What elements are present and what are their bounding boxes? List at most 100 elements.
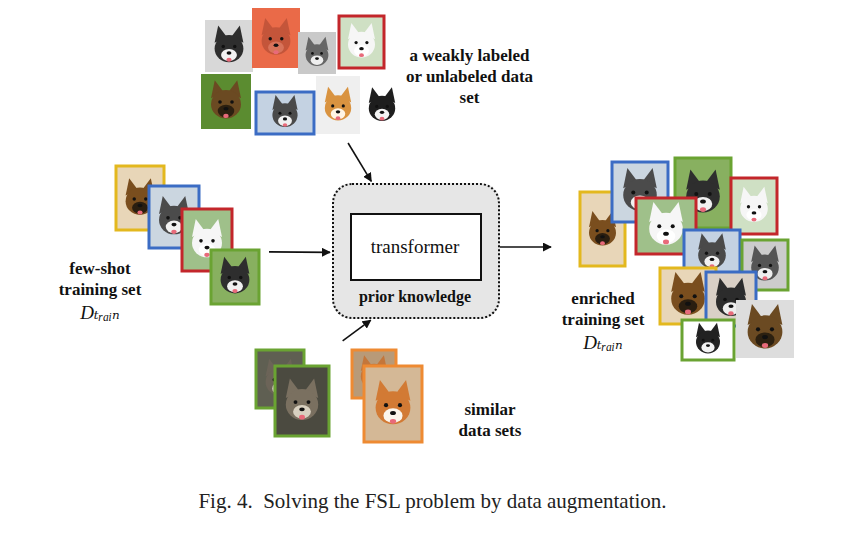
dog-head	[671, 283, 705, 315]
dog-eye	[233, 45, 236, 48]
dog-tongue	[223, 114, 228, 118]
dog-eye	[289, 112, 292, 115]
dog-photo	[256, 92, 314, 134]
dog-head	[696, 331, 720, 354]
dog-tongue	[728, 311, 733, 315]
dog-muzzle	[166, 221, 183, 234]
dog-eye	[278, 112, 281, 115]
dog-tongue	[600, 241, 605, 245]
dog-head	[262, 27, 291, 54]
dog-eye	[280, 37, 283, 40]
dog-muzzle	[221, 49, 237, 61]
dog-head	[286, 389, 318, 420]
photo-frame	[275, 366, 329, 436]
photo-frame	[201, 74, 251, 129]
dog-nose	[223, 107, 228, 111]
dog-head	[211, 90, 241, 119]
dog-eye	[758, 264, 761, 267]
dog-eye	[645, 190, 649, 194]
dog-eye	[269, 37, 272, 40]
dog-head	[589, 220, 616, 246]
dog-tongue	[390, 419, 396, 424]
dog-eye	[702, 339, 705, 342]
dog-head	[221, 266, 250, 293]
node-label: transformer	[352, 236, 478, 258]
dog-nose	[171, 223, 176, 227]
dog-eye	[756, 327, 760, 331]
dog-eye	[354, 41, 357, 44]
dog-eye	[311, 52, 314, 55]
dog-muzzle	[132, 202, 148, 214]
dog-nose	[706, 344, 710, 347]
dog-eye	[386, 105, 389, 108]
dog-eye	[657, 224, 661, 228]
dog-eye	[769, 264, 772, 267]
dog-head	[325, 95, 351, 120]
dog-eye	[228, 276, 231, 279]
flow-arrow	[343, 320, 371, 341]
node-label: prior knowledge	[334, 287, 496, 307]
set-symbol: Dₜᵣₐᵢₙ	[50, 302, 150, 324]
node-label: enriched training set	[553, 288, 653, 330]
dog-nose	[283, 117, 287, 120]
dog-head	[369, 96, 395, 121]
dog-eye	[384, 403, 388, 407]
dog-eye	[307, 400, 311, 404]
dog-eye	[723, 298, 727, 302]
dog-muzzle	[331, 108, 346, 119]
dog-muzzle	[704, 256, 719, 268]
photo-frame	[316, 76, 360, 134]
dog-muzzle	[679, 299, 697, 313]
dog-photo	[201, 74, 251, 129]
set-symbol: Dₜᵣₐᵢₙ	[553, 332, 653, 354]
photo-frame	[298, 32, 336, 74]
dog-photo	[205, 20, 253, 72]
dog-muzzle	[278, 115, 292, 126]
dog-tongue	[299, 415, 305, 420]
dog-muzzle	[595, 233, 610, 244]
dog-nose	[233, 282, 238, 285]
dog-nose	[728, 304, 733, 308]
photo-frame	[339, 16, 384, 68]
dog-eye	[218, 100, 222, 104]
dog-photo	[731, 178, 777, 234]
dog-eye	[693, 294, 697, 298]
dog-eye	[708, 192, 712, 196]
dog-head	[215, 35, 244, 62]
dog-eye	[144, 197, 147, 200]
dog-tongue	[763, 276, 768, 280]
dog-eye	[716, 252, 719, 255]
flow-arrow	[348, 143, 371, 181]
dog-eye	[222, 45, 225, 48]
dog-eye	[747, 205, 750, 208]
dog-muzzle	[218, 105, 235, 118]
dog-nose	[600, 235, 605, 238]
dog-photo	[360, 82, 404, 130]
dog-nose	[138, 204, 143, 207]
dog-head	[272, 103, 297, 127]
dog-muzzle	[311, 55, 324, 65]
dog-photo	[339, 16, 384, 68]
dog-eye	[133, 197, 136, 200]
dog-eye	[199, 239, 203, 243]
dog-eye	[595, 229, 598, 232]
dog-tongue	[762, 343, 768, 348]
photo-frame	[360, 82, 404, 130]
dog-nose	[752, 211, 757, 214]
node-label: a weakly labeled or unlabeled data set	[402, 45, 537, 108]
dog-nose	[315, 57, 319, 60]
dog-eye	[166, 216, 170, 220]
dog-muzzle	[757, 268, 772, 280]
node-label: few-shot training set	[50, 258, 150, 300]
dog-eye	[671, 224, 675, 228]
dog-eye	[294, 400, 298, 404]
dog-muzzle	[268, 41, 284, 53]
dog-nose	[762, 335, 768, 339]
dog-photo	[298, 32, 336, 74]
dog-tongue	[232, 289, 237, 293]
dog-tongue	[226, 58, 231, 62]
figure-caption: Fig. 4. Solving the FSL problem by data …	[0, 488, 865, 514]
dog-muzzle	[657, 229, 675, 243]
dog-photo	[364, 366, 422, 442]
node-label: similar data sets	[448, 399, 532, 441]
